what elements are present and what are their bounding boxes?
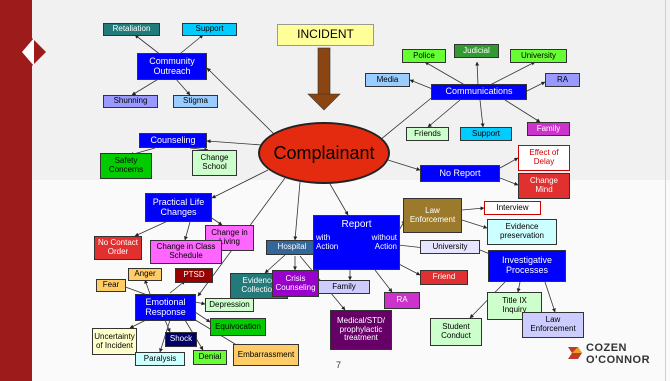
- investigative-processes-node: Investigative Processes: [488, 250, 566, 282]
- support-node-comm: Support: [460, 127, 512, 141]
- retaliation-node: Retaliation: [103, 23, 160, 36]
- fear-node: Fear: [96, 279, 126, 292]
- depression-node: Depression: [205, 298, 254, 312]
- change-mind-node: Change Mind: [518, 173, 570, 199]
- judicial-node: Judicial: [454, 44, 499, 58]
- paralysis-node: Paralysis: [135, 352, 185, 366]
- media-node: Media: [365, 73, 410, 87]
- university-node-top: University: [510, 49, 567, 63]
- interview-node: Interview: [484, 201, 541, 215]
- medical-treatment-node: Medical/STD/ prophylactic treatment: [330, 310, 392, 350]
- accent-notch-cutout: [22, 38, 34, 66]
- ptsd-node: PTSD: [175, 268, 213, 283]
- complainant-node: Complainant: [258, 122, 390, 184]
- friend-node: Friend: [420, 270, 468, 285]
- effect-of-delay-node: Effect of Delay: [518, 145, 570, 171]
- emotional-response-node: Emotional Response: [135, 294, 196, 321]
- logo-mark-icon: [568, 347, 582, 359]
- ra-node-report: RA: [384, 292, 420, 309]
- equivocation-node: Equivocation: [210, 318, 266, 336]
- community-outreach-node: Community Outreach: [137, 53, 207, 80]
- incident-node: INCIDENT: [277, 24, 374, 46]
- no-contact-order-node: No Contact Order: [94, 236, 142, 260]
- counseling-node: Counseling: [139, 133, 207, 148]
- crisis-counseling-node: Crisis Counseling: [272, 270, 319, 297]
- law-enforcement-node: Law Enforcement: [403, 198, 462, 233]
- stigma-node: Stigma: [173, 95, 218, 108]
- embarrassment-node: Embarrassment: [233, 344, 299, 366]
- page-number: 7: [336, 360, 342, 370]
- accent-notch: [32, 38, 46, 66]
- police-node: Police: [402, 49, 446, 63]
- evidence-preservation-node: Evidence preservation: [487, 219, 557, 245]
- student-conduct-node: Student Conduct: [430, 318, 482, 346]
- change-class-schedule-node: Change in Class Schedule: [150, 240, 222, 264]
- right-border: [665, 0, 666, 381]
- shock-node: Shock: [165, 332, 197, 347]
- change-school-node: Change School: [192, 150, 237, 176]
- friends-node: Friends: [406, 127, 449, 141]
- denial-node: Denial: [193, 350, 227, 365]
- safety-concerns-node: Safety Concerns: [100, 153, 152, 179]
- logo-line-2: O'CONNOR: [586, 354, 651, 366]
- family-node-comm: Family: [527, 122, 570, 136]
- uncertainty-node: Uncertainty of Incident: [92, 328, 137, 355]
- report-title: Report: [341, 219, 372, 230]
- logo-line-1: COZEN: [586, 342, 627, 354]
- support-node-top: Support: [182, 23, 237, 36]
- without-action-label: without Action: [371, 233, 397, 251]
- report-node: Report with Action without Action: [313, 215, 400, 270]
- with-action-label: with Action: [316, 233, 339, 251]
- no-report-node: No Report: [420, 165, 500, 182]
- communications-node: Communications: [431, 84, 527, 100]
- law-enforcement-node-2: Law Enforcement: [522, 312, 584, 338]
- university-node-report: University: [420, 240, 480, 254]
- hospital-node: Hospital: [266, 240, 318, 255]
- ra-node-top: RA: [545, 73, 580, 87]
- shunning-node: Shunning: [103, 95, 158, 108]
- family-node-report: Family: [318, 280, 370, 294]
- cozen-oconnor-logo: COZEN O'CONNOR: [566, 338, 662, 368]
- anger-node: Anger: [128, 268, 162, 281]
- practical-life-changes-node: Practical Life Changes: [145, 193, 212, 222]
